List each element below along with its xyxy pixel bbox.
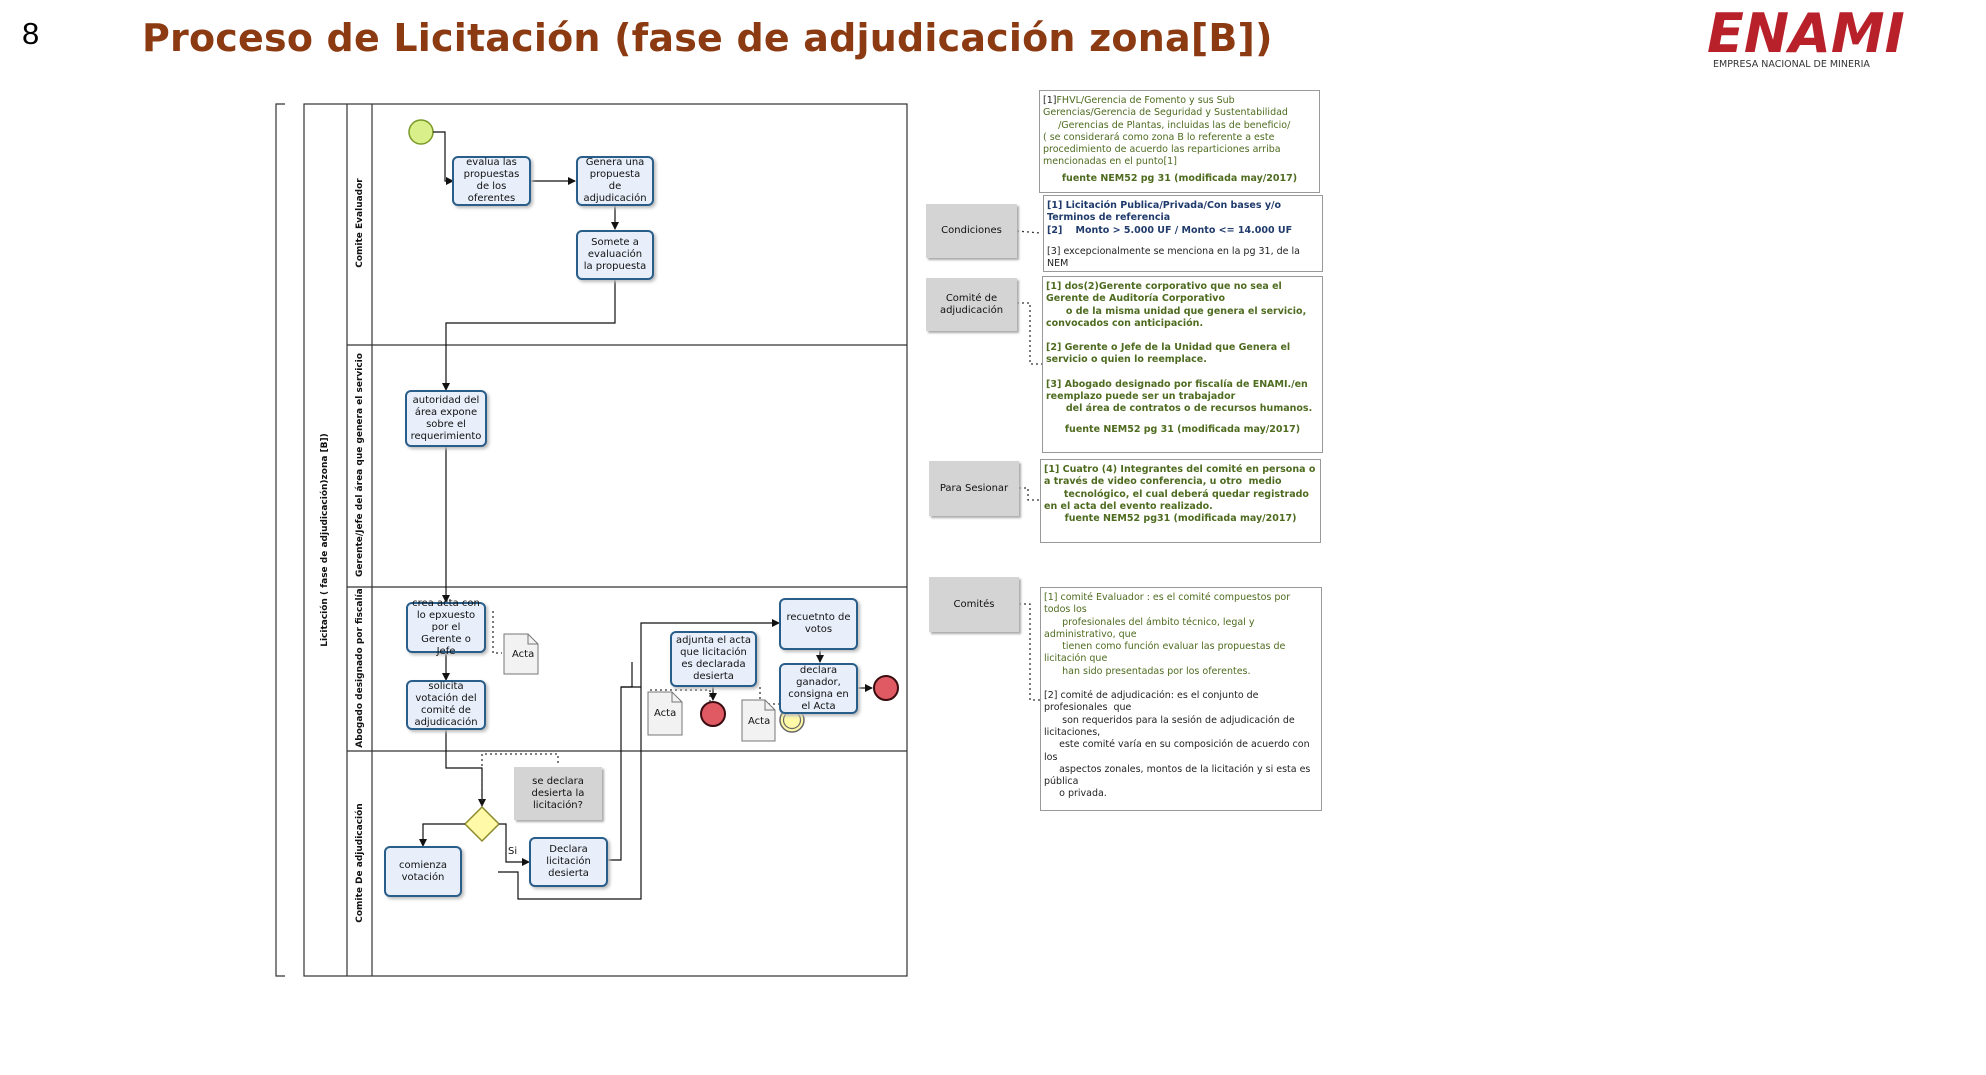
annotation-comites: Comités [929,577,1019,632]
page-title: Proceso de Licitación (fase de adjudicac… [142,16,1273,60]
task-recuento-votos[interactable]: recuetnto de votos [779,598,858,650]
note-condiciones: [1] Licitación Publica/Privada/Con bases… [1043,195,1323,272]
task-somete-evaluacion[interactable]: Somete a evaluación la propuesta [576,230,654,280]
logo-subtitle: EMPRESA NACIONAL DE MINERIA [1713,59,1870,70]
note-para-sesionar-text: [1] Cuatro (4) Integrantes del comité en… [1044,464,1316,512]
task-adjunta-acta[interactable]: adjunta el acta que licitación es declar… [670,631,757,687]
end-event-desierta [700,701,726,727]
note-condiciones-line3: [3] excepcionalmente se menciona en la p… [1047,245,1304,270]
note-zona-b-num: [1] [1043,95,1057,106]
enami-logo: ENAMI EMPRESA NACIONAL DE MINERIA [1705,2,1985,70]
note-comites-item1: [1] comité Evaluador : es el comité comp… [1044,592,1291,677]
note-comite-item3: [3] Abogado designado por fiscalía de EN… [1046,378,1313,415]
pool-border [303,103,908,977]
note-comite-source: fuente NEM52 pg 31 (modificada may/2017) [1064,423,1301,435]
enami-logo-icon: ENAMI EMPRESA NACIONAL DE MINERIA [1707,2,1905,70]
note-comites-item2: [2] comité de adjudicación: es el conjun… [1044,690,1311,800]
left-bracket [275,103,285,977]
note-condiciones-line1: [1] Licitación Publica/Privada/Con bases… [1047,200,1285,224]
note-comite-item2: [2] Gerente o Jefe de la Unidad que Gene… [1046,342,1294,366]
gateway-annotation: se declara desierta la licitación? [514,767,602,820]
end-event-ganador [873,675,899,701]
note-zona-b-text: FHVL/Gerencia de Fomento y sus Sub Geren… [1043,95,1291,168]
task-declara-ganador[interactable]: declara ganador, consigna en el Acta [779,663,858,714]
annotation-para-sesionar: Para Sesionar [929,461,1019,516]
note-para-sesionar: [1] Cuatro (4) Integrantes del comité en… [1040,459,1321,543]
note-zona-b: [1]FHVL/Gerencia de Fomento y sus Sub Ge… [1039,90,1320,193]
page-number: 8 [22,16,40,51]
task-crea-acta[interactable]: crea acta con lo epxuesto por el Gerente… [406,598,486,657]
start-event [408,119,434,145]
task-comienza-votacion[interactable]: comienza votación [384,846,462,897]
note-comite-adjudicacion: [1] dos(2)Gerente corporativo que no sea… [1042,276,1323,453]
task-solicita-votacion[interactable]: solicita votación del comité de adjudica… [406,680,486,730]
note-zona-b-source: fuente NEM52 pg 31 (modificada may/2017) [1061,172,1298,184]
document-icon [647,691,683,736]
document-label-acta: Acta [512,649,535,660]
document-label-acta: Acta [748,716,771,727]
task-genera-propuesta[interactable]: Genera una propuesta de adjudicación [576,156,654,206]
task-autoridad-expone[interactable]: autoridad del área expone sobre el reque… [405,390,487,447]
note-condiciones-line2: [2] Monto > 5.000 UF / Monto <= 14.000 U… [1047,224,1293,236]
gateway-desierta [463,805,501,843]
gateway-yes-label: Si [508,846,518,857]
lane-label-comite-adjudicacion: Comite De adjudicación [355,803,365,923]
task-declara-desierta[interactable]: Declara licitación desierta [529,837,608,887]
logo-text: ENAMI [1707,8,1905,65]
document-label-acta: Acta [654,708,677,719]
annotation-condiciones: Condiciones [926,204,1017,258]
note-para-sesionar-source: fuente NEM52 pg31 (modificada may/2017) [1064,513,1297,525]
note-comites: [1] comité Evaluador : es el comité comp… [1040,587,1322,811]
task-evalua-propuestas[interactable]: evalua las propuestas de los oferentes [452,156,531,206]
annotation-comite-adjudicacion: Comité de adjudicación [926,278,1017,331]
pool-label: Licitación ( fase de adjudicación)zona [… [320,433,330,647]
note-comite-item1: [1] dos(2)Gerente corporativo que no sea… [1046,281,1307,329]
